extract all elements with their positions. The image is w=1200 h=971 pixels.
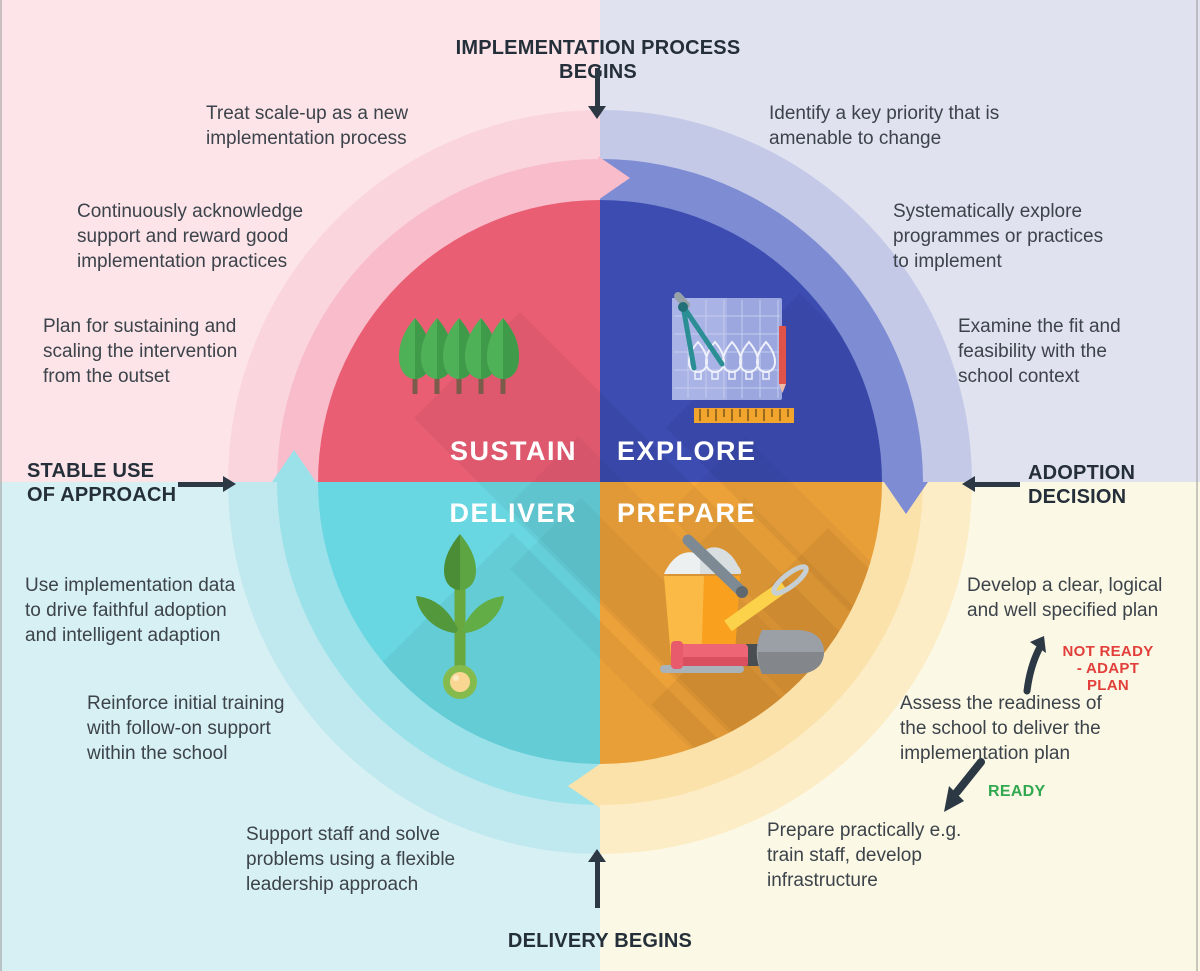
- ring-arrowhead-sustain-to-explore: [598, 156, 630, 200]
- stable-use-arrowhead: [223, 476, 236, 492]
- left-edge-line: [0, 0, 2, 971]
- note-treat-scale-up: Treat scale-up as a new implementation p…: [206, 103, 409, 149]
- seedling-icon: [416, 534, 504, 699]
- adoption-decision-arrow: [975, 482, 1020, 487]
- note-systematically-explore: Systematically explore programmes or pra…: [893, 201, 1104, 272]
- ring-arrowhead-prepare-to-deliver: [568, 764, 600, 808]
- note-use-implementation-data: Use implementation data to drive faithfu…: [25, 575, 236, 646]
- process-begins-arrowhead: [588, 106, 606, 119]
- note-plan-for-sustaining: Plan for sustaining and scaling the inte…: [43, 316, 238, 387]
- explore-label: EXPLORE: [617, 436, 757, 466]
- ready-arrow: [944, 758, 985, 812]
- not-ready-arrow: [1023, 636, 1046, 695]
- ring-arrowhead-explore-to-prepare: [884, 482, 928, 514]
- delivery-begins-label: DELIVERY BEGINS: [507, 930, 693, 952]
- ready-label: READY: [988, 783, 1046, 800]
- prepare-label: PREPARE: [617, 498, 757, 528]
- bucket-and-tools-icon: [660, 534, 824, 674]
- trees-icon: [399, 318, 519, 394]
- delivery-begins-arrowhead: [588, 849, 606, 862]
- process-begins-arrow: [595, 68, 600, 108]
- adoption-decision-label: ADOPTION DECISION: [1028, 462, 1136, 508]
- note-support-staff: Support staff and solve problems using a…: [246, 824, 456, 895]
- note-continuously-acknowledge: Continuously acknowledge support and rew…: [77, 201, 304, 272]
- note-assess-readiness: Assess the readiness of the school to de…: [900, 693, 1102, 764]
- blueprint-compass-icon: [672, 292, 794, 423]
- not-ready-label: NOT READY - ADAPT PLAN: [1062, 643, 1154, 694]
- delivery-begins-arrow: [595, 862, 600, 908]
- right-edge-line: [1196, 0, 1198, 971]
- note-examine-fit: Examine the fit and feasibility with the…: [958, 316, 1121, 387]
- deliver-label: DELIVER: [449, 498, 577, 528]
- ring-arrowhead-deliver-to-sustain: [272, 450, 316, 482]
- sustain-label: SUSTAIN: [449, 436, 577, 466]
- stable-use-arrow: [178, 482, 223, 487]
- stable-use-label: STABLE USE OF APPROACH: [27, 460, 177, 506]
- note-reinforce-initial-training: Reinforce initial training with follow-o…: [87, 693, 285, 764]
- adoption-decision-arrowhead: [962, 476, 975, 492]
- implementation-begins-label: IMPLEMENTATION PROCESS BEGINS: [455, 37, 741, 83]
- note-develop-clear-plan: Develop a clear, logical and well specif…: [967, 575, 1163, 621]
- note-prepare-practically: Prepare practically e.g. train staff, de…: [767, 820, 962, 891]
- note-identify-key-priority: Identify a key priority that is amenable…: [769, 103, 1000, 149]
